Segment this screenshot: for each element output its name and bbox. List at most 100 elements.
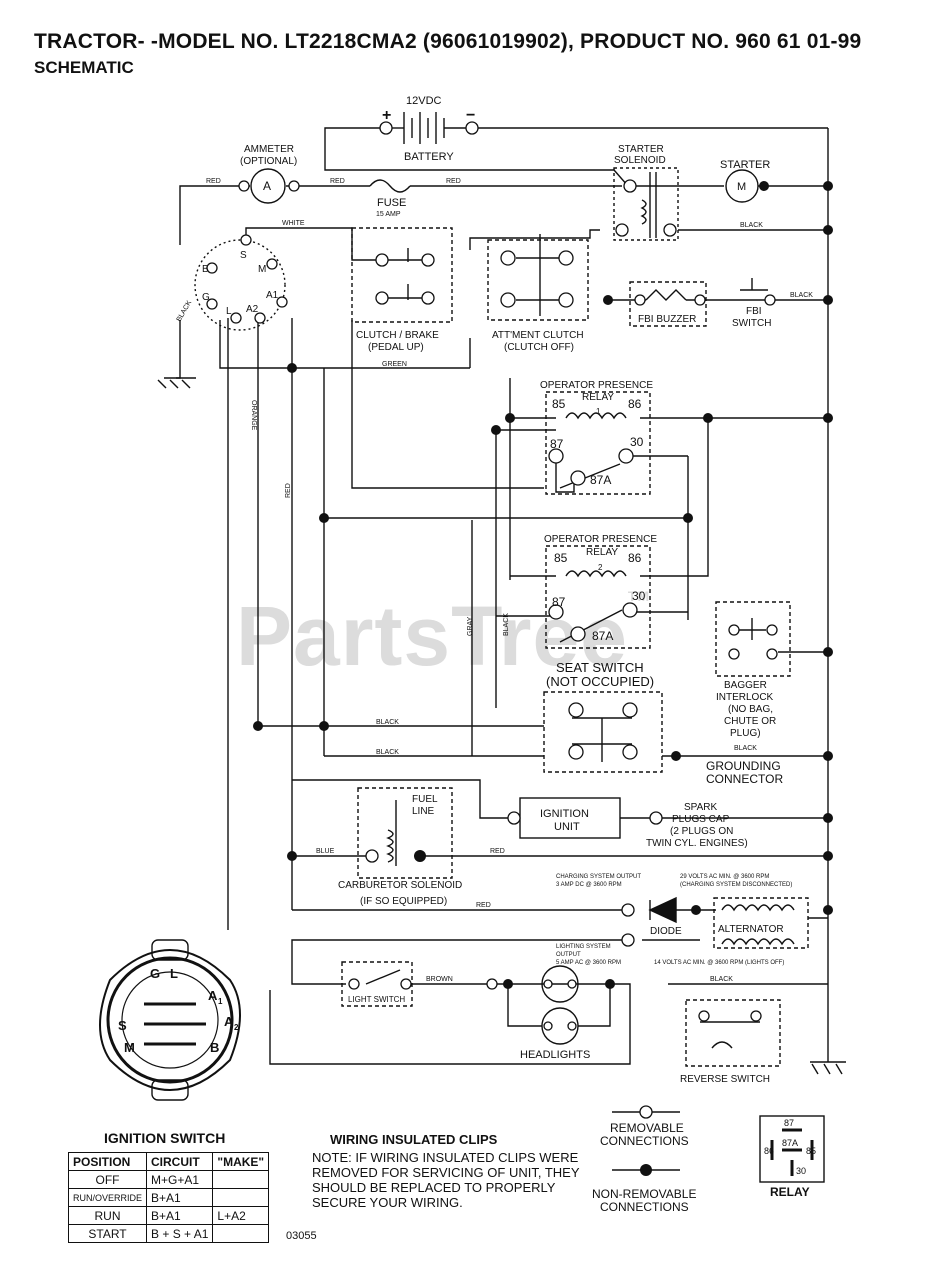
table-row: RUN B+A1 L+A2 (67, 1206, 270, 1225)
relay1-30: 30 (630, 435, 644, 449)
ign-l: L (170, 966, 178, 981)
wire-gray: GRAY (467, 616, 474, 636)
battery-minus: − (466, 107, 475, 124)
att-clutch-state: (CLUTCH OFF) (504, 342, 574, 353)
legend-relay-87: 87 (784, 1118, 794, 1128)
wire-orange: ORANGE (250, 400, 257, 431)
fbi-switch-label2: SWITCH (732, 318, 771, 329)
watermark-tm: TM (627, 588, 651, 604)
bagger-l2: INTERLOCK (716, 692, 774, 703)
clutch-brake-label: CLUTCH / BRAKE (356, 330, 439, 341)
wire-blue: BLUE (316, 848, 335, 855)
diode-label: DIODE (650, 926, 682, 937)
bagger-l4: CHUTE OR (724, 716, 776, 727)
fbi-buzzer-label: FBI BUZZER (638, 314, 696, 325)
wire-red-1: RED (206, 178, 221, 185)
wire-green: GREEN (382, 361, 407, 368)
spark-l2: PLUGS CAP (672, 814, 730, 825)
charging-note-l1: CHARGING SYSTEM OUTPUT (556, 874, 641, 880)
col-circuit: CIRCUIT (146, 1152, 214, 1171)
spark-l4: TWIN CYL. ENGINES) (646, 838, 748, 849)
starter-symbol: M (737, 181, 746, 193)
removable-connections (206, 121, 778, 1119)
headlights-label: HEADLIGHTS (520, 1049, 590, 1061)
doc-number: 03055 (286, 1230, 317, 1242)
ign-g: G (150, 966, 160, 981)
legend-nonremovable-1: NON-REMOVABLE (592, 1187, 696, 1201)
ammeter-symbol: A (263, 179, 271, 193)
term-s: S (240, 250, 247, 261)
seat-switch-label: SEAT SWITCH (556, 660, 644, 675)
relay2-85: 85 (554, 551, 568, 565)
relay1-86: 86 (628, 397, 642, 411)
ignition-switch-title: IGNITION SWITCH (104, 1130, 226, 1146)
light-switch-label: LIGHT SWITCH (348, 995, 405, 1004)
relay1-85: 85 (552, 397, 566, 411)
cell-position: START (67, 1224, 148, 1243)
carb-label: CARBURETOR SOLENOID (338, 880, 462, 891)
ign-a1-sub: 1 (218, 997, 223, 1006)
legend-relay-label: RELAY (770, 1185, 810, 1199)
cell-circuit: M+G+A1 (146, 1170, 214, 1189)
term-a1: A1 (266, 290, 279, 301)
col-position: POSITION (67, 1152, 148, 1171)
ign-s: S (118, 1018, 127, 1033)
battery-label: BATTERY (404, 151, 454, 163)
cell-circuit: B + S + A1 (146, 1224, 214, 1243)
carb-equipped: (IF SO EQUIPPED) (360, 896, 447, 907)
lighting-note-l2: OUTPUT (556, 952, 581, 958)
charging-note-r1: 29 VOLTS AC MIN. @ 3600 RPM (680, 874, 769, 880)
fuse-label: FUSE (377, 197, 406, 209)
wire-black-4: BLACK (376, 749, 399, 756)
clutch-brake-state: (PEDAL UP) (368, 342, 424, 353)
att-clutch-label: ATT'MENT CLUTCH (492, 330, 584, 341)
non-removable-dots (253, 181, 833, 1176)
cell-make (212, 1224, 270, 1243)
seat-switch-state: (NOT OCCUPIED) (546, 674, 654, 689)
page-subtitle: SCHEMATIC (34, 58, 134, 77)
ignition-unit-l1: IGNITION (540, 808, 589, 820)
relay2-87: 87 (552, 595, 566, 609)
legend-relay-85: 85 (806, 1146, 816, 1156)
battery-positive-wire (324, 127, 629, 187)
term-b: B (202, 264, 209, 275)
lighting-note-l1: LIGHTING SYSTEM (556, 944, 611, 950)
legend-removable-1: REMOVABLE (610, 1121, 684, 1135)
ign-a2-sub: 2 (234, 1023, 239, 1032)
wire-red-2: RED (330, 178, 345, 185)
ignition-switch-table: POSITION CIRCUIT "MAKE" OFF M+G+A1 RUN/O… (67, 1152, 270, 1243)
charging-note-r2: (CHARGING SYSTEM DISCONNECTED) (680, 882, 792, 888)
wire-black-2: BLACK (790, 292, 813, 299)
watermark-text: PartsTree (236, 589, 628, 683)
ign-m: M (124, 1040, 135, 1055)
col-make: "MAKE" (212, 1152, 270, 1171)
relay2-30: 30 (632, 589, 646, 603)
bagger-l5: PLUG) (730, 728, 761, 739)
legend-relay-86: 86 (764, 1146, 774, 1156)
ign-b: B (210, 1040, 219, 1055)
cell-make (212, 1188, 270, 1207)
term-a2: A2 (246, 304, 259, 315)
wire-red-4: RED (490, 848, 505, 855)
grounding-label1: GROUNDING (706, 759, 781, 773)
table-header-row: POSITION CIRCUIT "MAKE" (67, 1152, 270, 1171)
fbi-switch-label1: FBI (746, 306, 762, 317)
cell-circuit: B+A1 (146, 1206, 214, 1225)
legend-relay-87a: 87A (782, 1138, 798, 1148)
solenoid-label2: SOLENOID (614, 155, 666, 166)
page-title: TRACTOR- -MODEL NO. LT2218CMA2 (96061019… (34, 30, 862, 53)
watermark: PartsTreeTM (236, 588, 650, 685)
battery-plus: + (382, 107, 391, 124)
wire-black-1: BLACK (740, 222, 763, 229)
cell-position: RUN/OVERRIDE (67, 1188, 148, 1207)
relay1-label: OPERATOR PRESENCE (540, 380, 653, 391)
ammeter-label: AMMETER (244, 144, 294, 155)
clips-title: WIRING INSULATED CLIPS (330, 1132, 498, 1147)
relay2-label: OPERATOR PRESENCE (544, 534, 657, 545)
wire-black-8: BLACK (503, 613, 510, 636)
cell-position: OFF (67, 1170, 148, 1189)
wire-red-3: RED (446, 178, 461, 185)
ignition-unit-l2: UNIT (554, 821, 580, 833)
term-m: M (258, 264, 266, 275)
wire-red-6: RED (285, 483, 292, 498)
